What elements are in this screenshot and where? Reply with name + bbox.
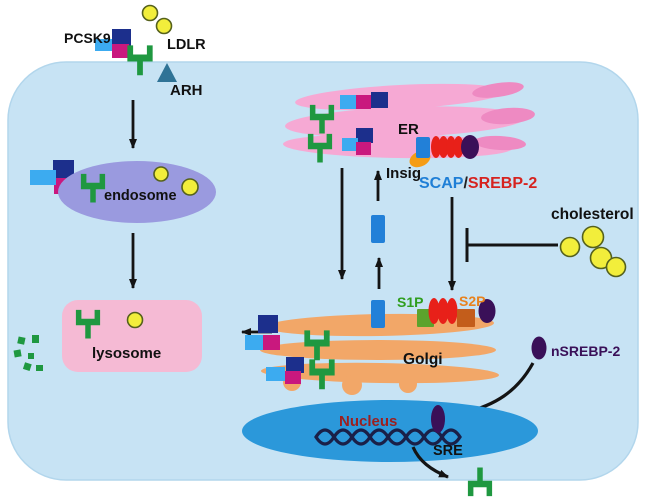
lysosome-label: lysosome — [92, 345, 161, 362]
scap-icon — [416, 137, 430, 158]
golgi-label: Golgi — [403, 351, 443, 368]
arh-label: ARH — [170, 82, 203, 99]
s2p-icon — [457, 309, 475, 327]
scap-icon — [371, 215, 385, 243]
pcsk9-label: PCSK9 — [64, 30, 111, 46]
s1p-label: S1P — [397, 294, 423, 310]
er-label: ER — [398, 121, 419, 138]
ldl-particle-icon — [153, 166, 169, 182]
sre-label: SRE — [433, 443, 463, 459]
ldl-particle-icon — [581, 225, 605, 249]
srebp2-icon — [431, 136, 464, 158]
cholesterol-label: cholesterol — [551, 206, 634, 223]
insig-label: Insig — [386, 165, 421, 182]
endosome-label: endosome — [104, 188, 177, 204]
nucleus — [242, 400, 538, 462]
scap-icon — [371, 300, 385, 328]
nsrebp2-icon — [431, 405, 445, 433]
arh-icon — [157, 63, 177, 82]
ldl-particle-icon — [126, 311, 144, 329]
degraded-fragments-icon — [13, 335, 43, 372]
nsrebp2-icon — [461, 135, 479, 159]
ldl-particle-icon — [155, 17, 173, 35]
ldlr-label: LDLR — [167, 37, 206, 53]
nsrebp2-icon — [478, 299, 496, 323]
nsrebp2-label: nSREBP-2 — [551, 343, 620, 359]
pcsk9-ldl-complex-icon — [266, 357, 304, 384]
arrow-sre-to-new-ldlr — [411, 446, 449, 479]
label-separator: / — [463, 175, 468, 192]
scap-srebp2-label: SCAP/SREBP-2 — [419, 175, 537, 192]
pcsk9-ldl-complex-icon — [342, 128, 373, 155]
nsrebp2-icon — [531, 336, 547, 360]
pcsk9-ldl-complex-icon — [340, 92, 388, 109]
ldl-particle-icon — [181, 178, 199, 196]
ldl-particle-icon — [141, 4, 159, 22]
s2p-label: S2P — [459, 293, 485, 309]
ldl-particle-icon — [605, 256, 627, 278]
scap-label: SCAP — [419, 175, 464, 192]
pcsk9-ldl-complex-icon — [95, 29, 131, 58]
ldl-particle-icon — [559, 236, 581, 258]
endosome — [58, 161, 216, 223]
inhibition-bar-icon — [465, 228, 558, 262]
nucleus-label: Nucleus — [339, 413, 397, 430]
pcsk9-ldl-complex-icon — [245, 315, 280, 350]
srebp2-icon — [428, 298, 458, 324]
srebp2-label: SREBP-2 — [468, 175, 537, 192]
cholesterol-cluster — [559, 225, 627, 278]
